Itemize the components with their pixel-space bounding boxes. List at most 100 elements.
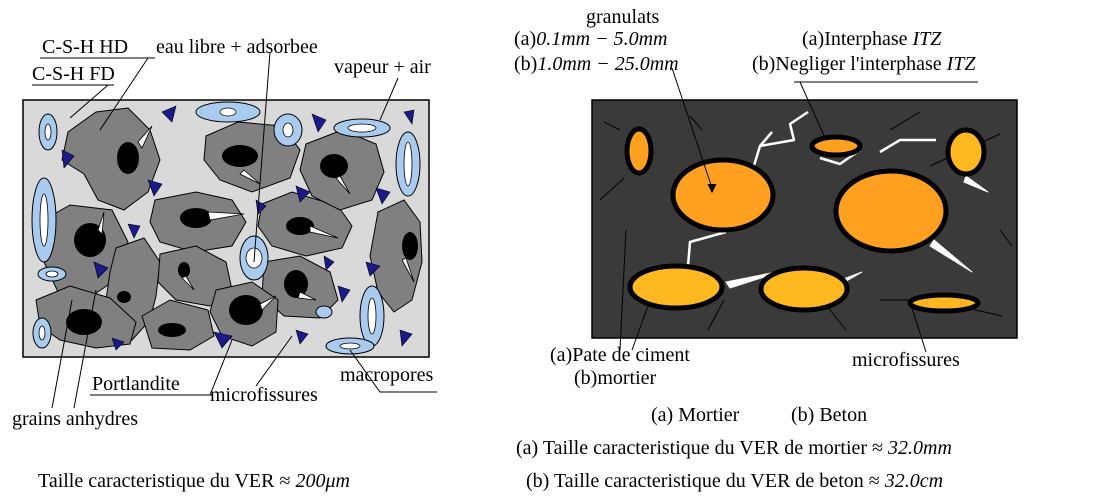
label-pate-ciment: (a)Pate de ciment — [550, 344, 690, 366]
thin-crack — [889, 111, 921, 131]
leader-granulats — [671, 67, 713, 189]
microcrack — [137, 125, 153, 149]
caption-ver-mortier: (a) Taille caracteristique du VER de mor… — [516, 437, 952, 459]
pore-void — [38, 325, 46, 341]
label-grains-anhydres: grains anhydres — [12, 408, 139, 430]
aggregate — [627, 263, 725, 311]
thin-crack — [999, 229, 1013, 247]
pore-void — [403, 141, 413, 187]
leader-csh-hd — [99, 57, 149, 131]
label-macropores: macropores — [340, 364, 434, 386]
microcrack — [759, 131, 773, 147]
microcrack — [259, 295, 277, 311]
portlandite — [399, 329, 413, 347]
aggregate — [670, 157, 776, 233]
label-itz-b: (b)Negliger l'interphase ITZ — [752, 53, 976, 75]
leader-csh-fd — [69, 84, 109, 119]
microcrack — [297, 291, 317, 301]
anhydrous-grain — [74, 223, 106, 257]
anhydrous-grain — [402, 232, 418, 260]
label-mortier: (b)mortier — [574, 367, 657, 389]
label-granulats: granulats — [586, 6, 660, 28]
aggregates — [624, 126, 987, 314]
anhydrous-grains — [66, 142, 418, 337]
concrete-leaders — [619, 67, 927, 353]
leader-microfissures — [911, 307, 927, 353]
pore-voids — [38, 107, 413, 350]
pore-void — [44, 123, 52, 141]
microcrack — [309, 225, 339, 239]
portlandite — [337, 285, 351, 303]
anhydrous-grain — [66, 309, 102, 335]
label-eau-libre: eau libre + adsorbee — [156, 36, 318, 58]
label-granulats-range-b: (b)1.0mm − 25.0mm — [514, 53, 679, 75]
mortar-concrete-panel — [591, 67, 1018, 353]
portlandite — [375, 187, 391, 205]
portlandite — [61, 149, 75, 169]
anhydrous-grain — [320, 154, 348, 178]
portlandite — [213, 331, 233, 349]
microcrack — [207, 211, 245, 221]
subcaption-beton: (b) Beton — [791, 404, 868, 426]
aggregate — [758, 265, 850, 313]
pore-void — [282, 122, 294, 138]
microcrack — [879, 138, 936, 154]
paste-microcracks — [97, 125, 415, 311]
microcrack — [181, 275, 195, 291]
caption-ver-paste: Taille caracteristique du VER ≈ 200μm — [38, 470, 350, 492]
portlandite — [127, 223, 141, 239]
aggregate — [809, 134, 863, 158]
thin-crack — [603, 121, 621, 131]
leader-microfissures — [255, 335, 293, 387]
pore-void — [39, 193, 49, 247]
label-microfissures-paste: microfissures — [210, 384, 318, 406]
label-csh-hd: C-S-H HD — [42, 36, 129, 58]
aggregate — [907, 292, 981, 314]
leader-vapeur — [379, 77, 399, 121]
label-granulats-range-a: (a)0.1mm − 5.0mm — [514, 28, 668, 50]
leader-grains-2 — [73, 289, 97, 409]
csh-grain — [61, 107, 161, 211]
leader-pate-1 — [619, 229, 627, 351]
leader-eau — [253, 51, 271, 263]
pore-void — [367, 297, 377, 335]
label-microfissures-concrete: microfissures — [852, 349, 960, 371]
portlandite — [111, 337, 125, 351]
portlandite — [295, 185, 311, 203]
pore-void — [347, 123, 377, 133]
anhydrous-grain — [229, 295, 263, 325]
microcrack — [239, 169, 261, 185]
microcrack — [335, 175, 351, 195]
portlandite — [147, 179, 163, 197]
pore-void — [45, 270, 59, 278]
anhydrous-grain — [284, 270, 308, 298]
paste-leaders — [51, 51, 437, 409]
microcrack — [963, 175, 989, 193]
thin-crack — [689, 115, 703, 131]
microcrack — [750, 110, 809, 173]
leader-pate-2 — [631, 305, 649, 351]
label-csh-fd: C-S-H FD — [32, 63, 115, 85]
label-itz-a: (a)Interphase ITZ — [802, 28, 942, 50]
thin-crack — [599, 177, 625, 201]
microcrack — [97, 211, 105, 235]
thin-crack — [707, 299, 725, 331]
portlandite — [365, 261, 381, 277]
portlandite — [403, 109, 415, 125]
subcaption-mortier: (a) Mortier — [651, 404, 740, 426]
paste-underlines — [32, 57, 212, 396]
pore-void — [339, 342, 361, 350]
microcrack — [401, 257, 415, 283]
anhydrous-grain — [222, 145, 258, 167]
microcrack — [929, 239, 973, 273]
portlandite — [93, 261, 109, 279]
label-vapeur-air: vapeur + air — [334, 56, 431, 78]
portlandite — [311, 113, 327, 133]
microcrack — [686, 230, 727, 267]
portlandite-crystals — [61, 105, 415, 351]
leader-macropores — [349, 349, 437, 393]
anhydrous-grain — [286, 217, 314, 235]
leader-itz — [799, 81, 827, 141]
anhydrous-grain — [117, 291, 131, 303]
